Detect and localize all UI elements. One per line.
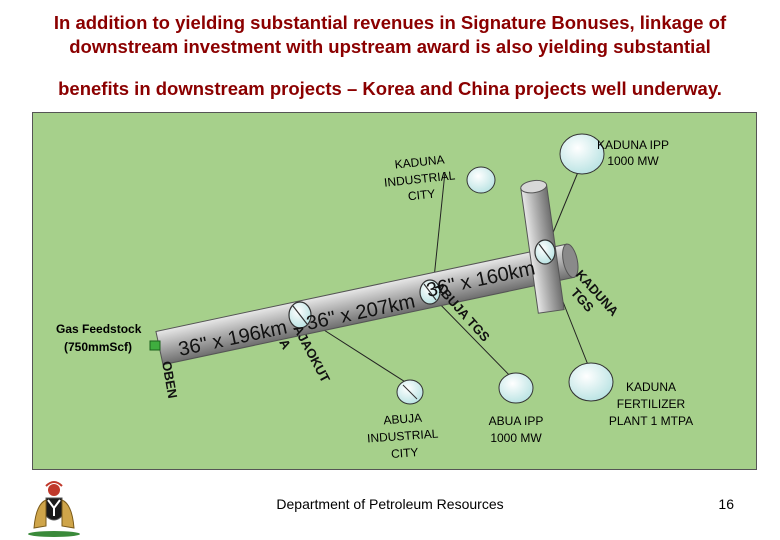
abuja-industrial-label-3: CITY: [391, 445, 419, 461]
abuja-industrial-label-1: ABUJA: [383, 411, 423, 428]
headline-line-2: downstream investment with upstream awar…: [69, 36, 711, 57]
pipeline-end-cap: [562, 243, 579, 278]
abua-ipp-node: [498, 372, 534, 404]
kaduna-ipp-label-2: 1000 MW: [607, 154, 659, 168]
obeni-label: OBEN: [159, 360, 180, 400]
kaduna-fertilizer-label-2: FERTILIZER: [617, 397, 686, 411]
kaduna-ipp-node: [559, 133, 605, 175]
headline-line-1: In addition to yielding substantial reve…: [53, 12, 727, 33]
kaduna-fertilizer-label-1: KADUNA: [626, 380, 676, 394]
abua-ipp-label-1: ABUA IPP: [489, 414, 544, 428]
kaduna-industrial-label-1: KADUNA: [394, 152, 445, 171]
kaduna-fertilizer-label-3: PLANT 1 MTPA: [609, 414, 693, 428]
gas-feedstock-label-1: Gas Feedstock: [56, 322, 142, 336]
kaduna-fertilizer-node: [568, 362, 614, 402]
line-abua-ipp: [431, 295, 517, 383]
abua-ipp-label-2: 1000 MW: [490, 431, 542, 445]
line-kaduna-industrial: [432, 171, 446, 289]
kaduna-branch-cap: [520, 179, 548, 194]
coat-of-arms-emblem: [28, 481, 80, 537]
headline-line-3: benefits in downstream projects – Korea …: [58, 78, 722, 99]
gas-feedstock-label-2: (750mmScf): [64, 340, 132, 354]
kaduna-industrial-node: [466, 166, 496, 194]
page-number: 16: [718, 496, 734, 512]
abuja-industrial-label-2: INDUSTRIAL: [367, 427, 439, 446]
footer-department: Department of Petroleum Resources: [276, 496, 504, 512]
kaduna-ipp-label-1: KADUNA IPP: [597, 138, 669, 152]
kaduna-industrial-label-2: INDUSTRIAL: [383, 168, 456, 189]
kaduna-industrial-label-3: CITY: [407, 187, 436, 204]
gas-feed-inlet: [149, 340, 161, 351]
